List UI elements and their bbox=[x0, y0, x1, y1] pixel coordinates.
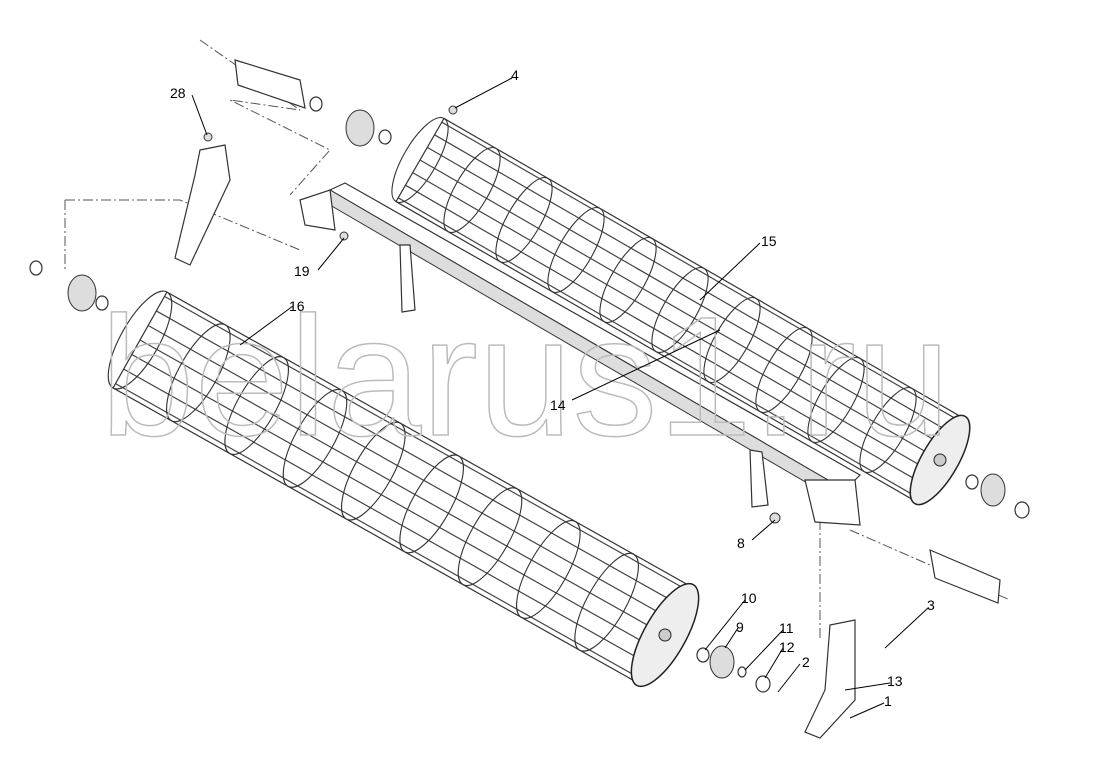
roller-bar bbox=[131, 354, 658, 651]
roller-bar bbox=[156, 310, 682, 607]
roller-bar bbox=[441, 121, 963, 423]
roller-bar bbox=[434, 134, 955, 436]
part-label-13: 13 bbox=[887, 673, 903, 689]
roller-bar bbox=[426, 146, 948, 448]
roller-bar bbox=[139, 339, 666, 636]
leader-lines bbox=[191, 77, 929, 719]
part-label-16: 16 bbox=[289, 298, 305, 314]
part-label-4: 4 bbox=[511, 67, 519, 83]
roller-ring bbox=[399, 454, 464, 554]
roller-ring bbox=[224, 356, 289, 455]
upper-roller bbox=[391, 117, 971, 506]
roller-ring bbox=[443, 147, 501, 233]
part-label-2: 2 bbox=[802, 654, 810, 670]
roller-bar bbox=[419, 159, 941, 461]
roller-bar bbox=[397, 197, 919, 499]
roller-ring bbox=[391, 117, 449, 203]
roller-ring bbox=[859, 387, 917, 473]
watermark: belarus1.ru bbox=[100, 282, 951, 472]
part-label-15: 15 bbox=[761, 233, 777, 249]
roller-ring bbox=[574, 552, 639, 652]
roller-ring bbox=[516, 520, 581, 619]
part-label-10: 10 bbox=[741, 590, 757, 606]
brackets bbox=[174, 59, 1001, 739]
part-labels: 4 28 15 19 16 14 8 10 9 11 12 2 3 13 1 bbox=[170, 67, 935, 709]
roller-bar bbox=[412, 172, 934, 474]
roller-bar bbox=[115, 383, 641, 680]
hardware bbox=[29, 96, 1030, 693]
roller-ring bbox=[282, 388, 348, 488]
part-label-11: 11 bbox=[779, 620, 794, 636]
part-label-9: 9 bbox=[736, 619, 744, 635]
roller-ring bbox=[807, 357, 865, 443]
part-label-19: 19 bbox=[294, 263, 310, 279]
roller-bar bbox=[123, 368, 649, 665]
roller-ring bbox=[755, 327, 813, 413]
roller-bar bbox=[405, 184, 926, 486]
frame-beam bbox=[299, 182, 861, 526]
part-label-12: 12 bbox=[779, 639, 795, 655]
part-label-14: 14 bbox=[550, 397, 566, 413]
part-label-28: 28 bbox=[170, 85, 186, 101]
roller-ring bbox=[341, 421, 406, 521]
roller-ring bbox=[599, 237, 657, 323]
roller-bar bbox=[164, 295, 690, 592]
roller-ring bbox=[495, 177, 553, 263]
roller-ring bbox=[107, 290, 173, 390]
roller-ring bbox=[457, 487, 523, 587]
roller-bar bbox=[147, 324, 674, 621]
part-label-1: 1 bbox=[884, 693, 892, 709]
roller-hub bbox=[933, 453, 947, 467]
roller-ring bbox=[166, 323, 231, 423]
roller-ring bbox=[547, 207, 605, 293]
roller-ring bbox=[651, 267, 709, 353]
part-label-8: 8 bbox=[737, 535, 745, 551]
part-label-3: 3 bbox=[927, 597, 935, 613]
roller-hub bbox=[658, 628, 672, 642]
lower-roller bbox=[107, 290, 700, 688]
